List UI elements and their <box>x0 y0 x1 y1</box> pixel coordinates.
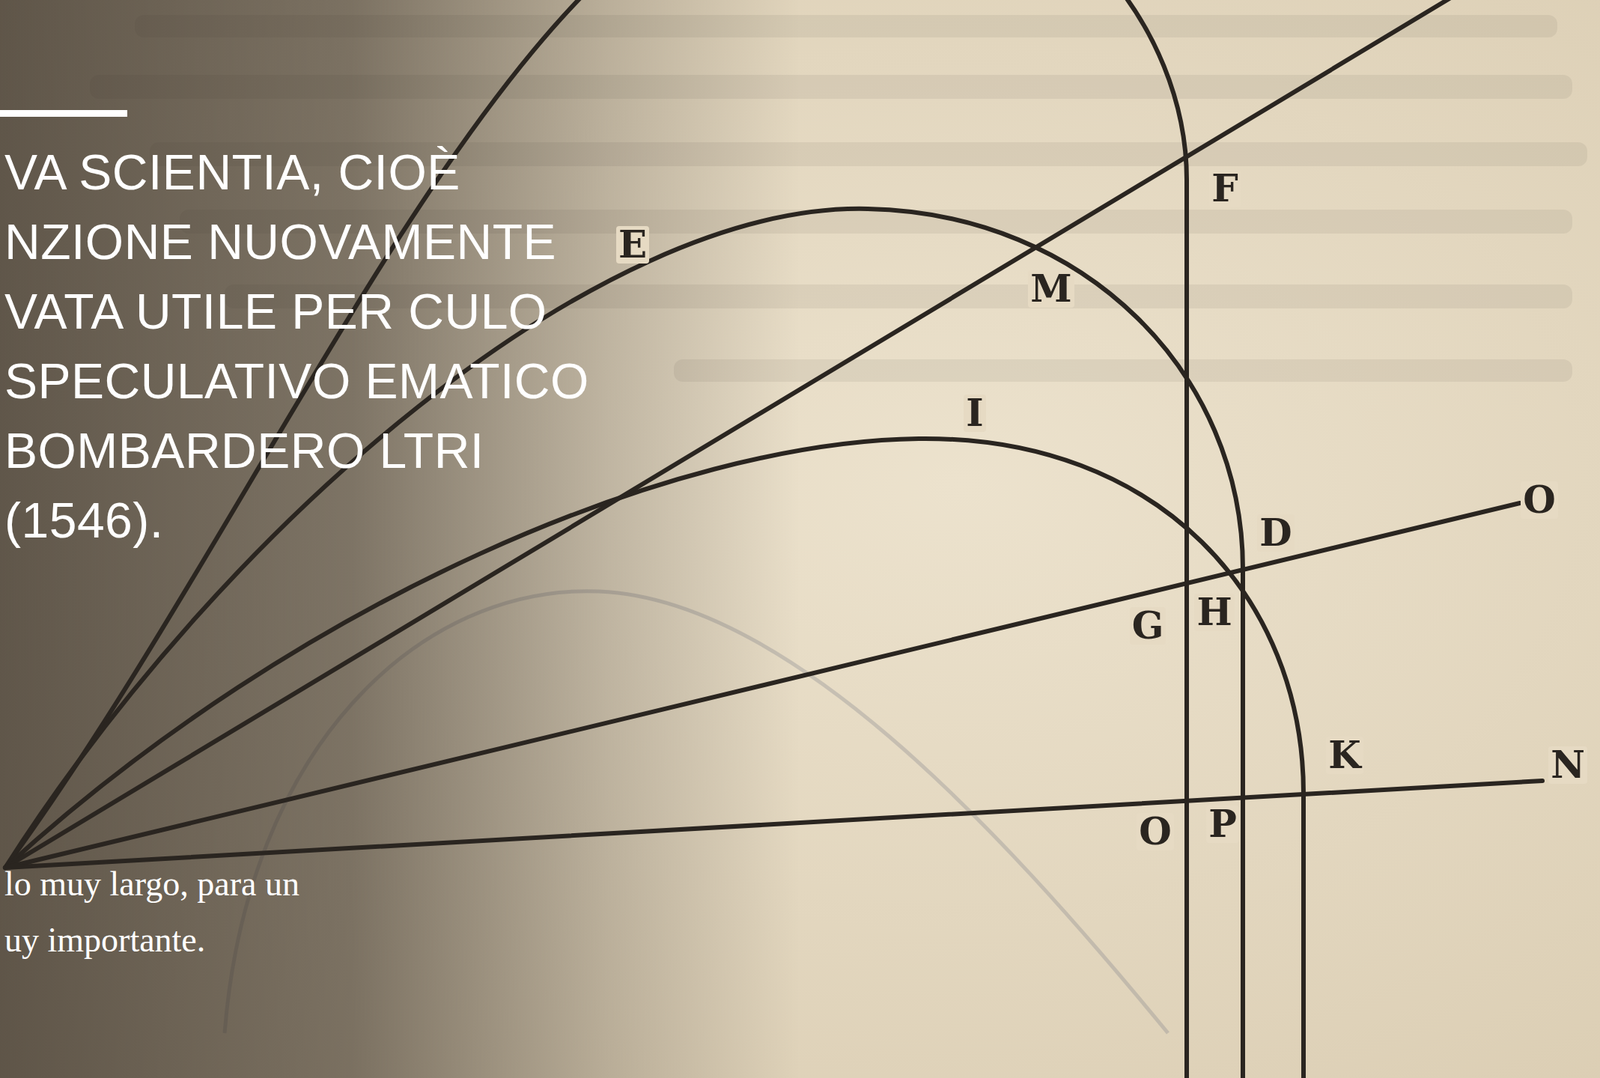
middle-trajectory <box>5 208 1243 1078</box>
point-letter: D <box>1257 514 1294 552</box>
elevation-line <box>5 780 1543 868</box>
point-letter: G <box>1129 607 1167 645</box>
point-letter: F <box>1209 169 1241 208</box>
outer-trajectory <box>5 0 1187 1078</box>
point-letter: N <box>1548 746 1588 784</box>
point-letter: E <box>616 226 650 264</box>
point-letter: H <box>1194 593 1234 632</box>
accent-bar <box>0 110 128 117</box>
point-letter: M <box>1027 270 1074 308</box>
point-letter: O <box>1136 813 1174 851</box>
point-letter: I <box>963 394 986 433</box>
point-letter: K <box>1325 736 1363 775</box>
point-letter: O <box>1520 481 1559 519</box>
elevation-line <box>5 0 1450 868</box>
body-text-fragment: lo muy largo, para un uy importante. <box>4 855 307 969</box>
elevation-line <box>5 503 1520 868</box>
heading-text: VA SCIENTIA, CIOÈ NZIONE NUOVAMENTE VATA… <box>4 137 610 556</box>
inner-trajectory <box>5 438 1304 1078</box>
point-letter: P <box>1206 805 1240 844</box>
